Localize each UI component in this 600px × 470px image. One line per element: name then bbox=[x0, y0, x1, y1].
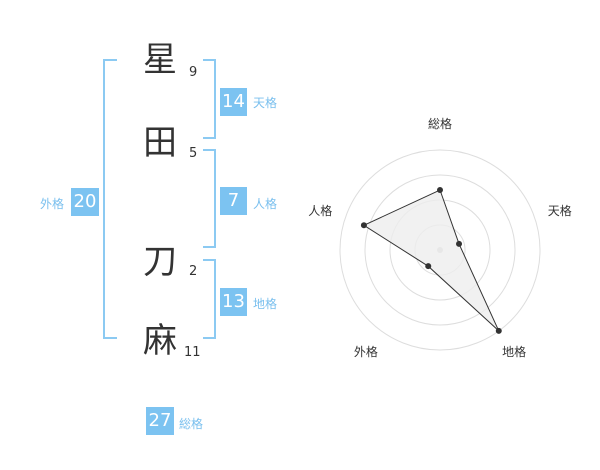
radar-axis-label-4: 外格 bbox=[354, 344, 378, 359]
radar-point-4 bbox=[425, 263, 432, 270]
radar-axis-label-1: 総格 bbox=[428, 116, 452, 131]
gaikaku-value: 20 bbox=[71, 188, 99, 216]
jinkaku-label: 人格 bbox=[253, 197, 278, 211]
chikaku-bracket bbox=[203, 259, 216, 339]
stroke-count-4: 11 bbox=[184, 345, 201, 360]
radar-point-1 bbox=[437, 187, 443, 193]
radar-point-5 bbox=[360, 222, 367, 229]
tenkaku-bracket bbox=[203, 59, 216, 139]
stroke-count-2: 5 bbox=[189, 146, 198, 161]
radar-ring-4 bbox=[339, 149, 541, 351]
gaikaku-label: 外格 bbox=[40, 197, 65, 211]
tenkaku-label: 天格 bbox=[253, 96, 278, 110]
radar-ring-3 bbox=[364, 174, 516, 326]
radar-points bbox=[360, 187, 502, 334]
chikaku-label: 地格 bbox=[253, 297, 278, 311]
jinkaku-value: 7 bbox=[220, 187, 247, 215]
name-char-4: 麻 bbox=[143, 321, 177, 361]
radar-axis-label-5: 人格 bbox=[308, 203, 332, 218]
radar-point-3 bbox=[495, 327, 502, 334]
name-char-2: 田 bbox=[143, 123, 177, 163]
soukaku-value: 27 bbox=[146, 407, 174, 435]
stroke-count-3: 2 bbox=[189, 264, 198, 279]
radar-polygon bbox=[362, 189, 500, 332]
radar-axis-label-3: 地格 bbox=[502, 344, 526, 359]
radar-point-2 bbox=[456, 240, 463, 247]
jinkaku-bracket bbox=[203, 149, 216, 248]
stroke-count-1: 9 bbox=[189, 65, 198, 80]
radar-grid bbox=[339, 149, 541, 351]
tenkaku-value: 14 bbox=[220, 88, 247, 116]
radar-series bbox=[362, 189, 500, 332]
chikaku-value: 13 bbox=[220, 288, 247, 316]
name-char-1: 星 bbox=[143, 40, 177, 80]
gaikaku-bracket bbox=[103, 59, 117, 339]
soukaku-label: 総格 bbox=[179, 417, 204, 431]
radar-axis-label-2: 天格 bbox=[548, 203, 572, 218]
name-char-3: 刀 bbox=[143, 242, 177, 282]
